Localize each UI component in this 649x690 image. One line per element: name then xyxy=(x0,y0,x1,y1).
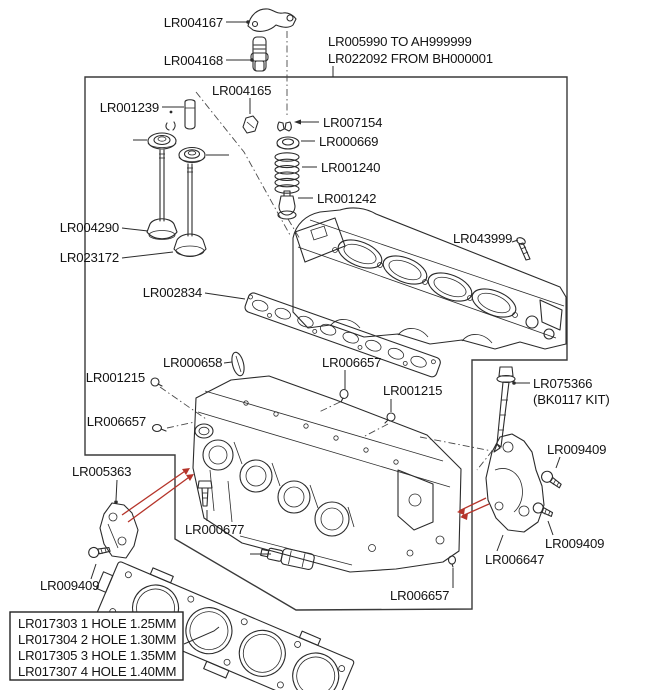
label-oil-level-tube: LR075366 xyxy=(533,376,592,391)
right-bracket-drawing xyxy=(485,433,545,533)
intake-valve-drawing xyxy=(146,149,178,240)
label-applicability-1: LR005990 TO AH999999 xyxy=(328,34,472,49)
bolt-top-drawing xyxy=(339,388,349,403)
label-right-bracket: LR006647 xyxy=(485,552,544,567)
valve-guide-drawing xyxy=(184,99,196,130)
label-bolt-bottom: LR006657 xyxy=(390,588,449,603)
rocker-arm-drawing xyxy=(247,8,297,32)
manifold-stud-drawing xyxy=(516,237,531,261)
spring-retainer-drawing xyxy=(276,136,300,150)
label-valve-guide: LR001239 xyxy=(100,100,159,115)
part-labels: LR004167 LR004168 LR005990 TO AH999999 L… xyxy=(40,15,610,603)
leader-lines xyxy=(90,20,561,645)
oil-level-tube-drawing xyxy=(493,366,516,453)
label-bolt-left: LR006657 xyxy=(87,414,146,429)
label-manifold-stud: LR043999 xyxy=(453,231,512,246)
valve-spring-drawing xyxy=(274,152,300,194)
plug-right-drawing xyxy=(384,412,396,424)
intake-manifold-drawing xyxy=(292,207,567,350)
plug-left-drawing xyxy=(150,377,163,387)
red-pointer-left xyxy=(121,468,194,523)
cylinder-head-drawing xyxy=(192,375,462,573)
label-manifold-gasket: LR002834 xyxy=(143,285,202,300)
valve-collet-drawing xyxy=(277,121,292,132)
label-exhaust-valve: LR023172 xyxy=(60,250,119,265)
label-rocker-arm: LR004167 xyxy=(164,15,223,30)
gasket-table-row: LR017304 2 HOLE 1.30MM xyxy=(18,632,176,647)
oil-pressure-switch-bolt-drawing xyxy=(197,480,213,507)
manifold-gasket-drawing xyxy=(244,292,441,378)
label-tappet: LR004168 xyxy=(164,53,223,68)
label-bolt-bracket-top-right: LR009409 xyxy=(547,442,606,457)
gasket-table-row: LR017307 4 HOLE 1.40MM xyxy=(18,664,176,679)
label-left-bracket: LR005363 xyxy=(72,464,131,479)
label-bolt-bracket-left: LR009409 xyxy=(40,578,99,593)
bolt-bottom-drawing xyxy=(447,555,457,568)
label-dowel-pin: LR000658 xyxy=(163,355,222,370)
label-bolt-bracket-bottom-right: LR009409 xyxy=(545,536,604,551)
bolt-left-drawing xyxy=(151,423,167,433)
label-plug-left: LR001215 xyxy=(86,370,145,385)
label-valve-spring: LR001240 xyxy=(321,160,380,175)
label-bolt-top: LR006657 xyxy=(322,355,381,370)
valve-stem-seal-drawing xyxy=(277,190,297,220)
label-applicability-2: LR022092 FROM BH000001 xyxy=(328,51,493,66)
label-valve-collet: LR007154 xyxy=(323,115,382,130)
exhaust-valve-drawing xyxy=(173,163,207,258)
dowel-pin-drawing xyxy=(231,351,245,377)
gasket-table-row: LR017303 1 HOLE 1.25MM xyxy=(18,616,176,631)
label-valve-stem-seal: LR001242 xyxy=(317,191,376,206)
label-oil-level-tube-kit: (BK0117 KIT) xyxy=(533,392,610,407)
small-seal-drawing xyxy=(242,115,259,134)
coolant-sensor-drawing xyxy=(260,547,315,571)
label-small-seal: LR004165 xyxy=(212,83,271,98)
bolt-bracket-left-drawing xyxy=(88,546,111,559)
label-plug-right: LR001215 xyxy=(383,383,442,398)
left-bracket-drawing xyxy=(99,502,139,559)
label-oil-pressure-switch: LR000677 xyxy=(185,522,244,537)
construction-lines xyxy=(159,31,493,471)
label-spring-retainer: LR000669 xyxy=(319,134,378,149)
label-intake-valve: LR004290 xyxy=(60,220,119,235)
red-pointer-right xyxy=(457,497,490,520)
bolt-bracket-bottom-right-drawing xyxy=(532,502,554,517)
gasket-table-row: LR017305 3 HOLE 1.35MM xyxy=(18,648,176,663)
spring-seat-drawings xyxy=(133,110,229,164)
bolt-bracket-top-right-drawing xyxy=(541,470,562,489)
gasket-options-table: LR017303 1 HOLE 1.25MM LR017304 2 HOLE 1… xyxy=(9,611,184,681)
group-box-outline xyxy=(84,76,568,611)
tappet-drawing xyxy=(250,36,269,72)
